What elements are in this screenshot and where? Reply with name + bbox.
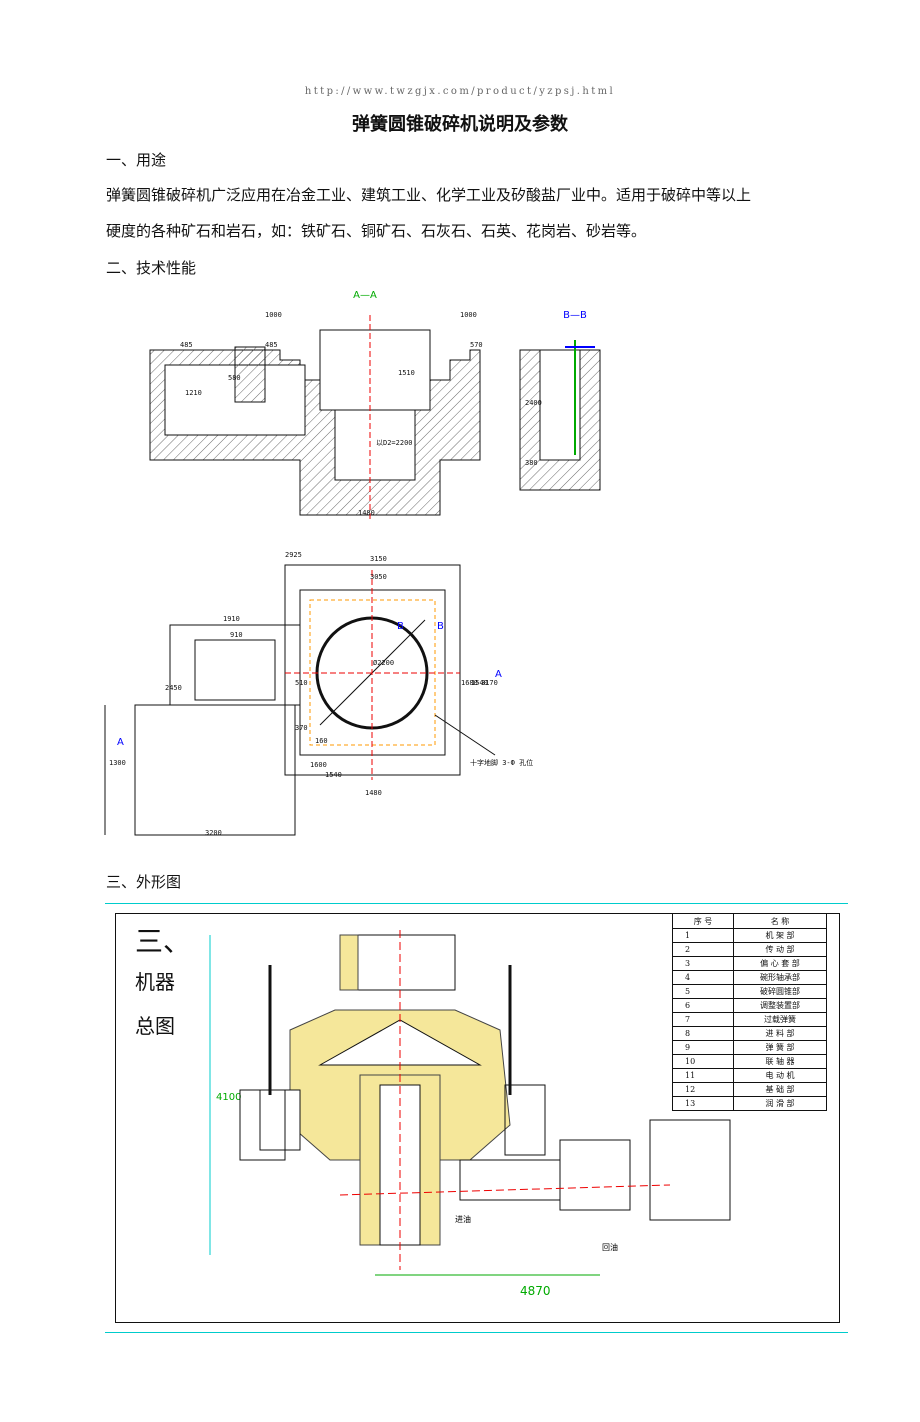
part-number: 11 xyxy=(672,1068,734,1083)
dim-label: 1910 xyxy=(223,615,240,623)
part-number: 3 xyxy=(672,956,734,971)
dim-label: 380 xyxy=(525,459,538,467)
part-number: 12 xyxy=(672,1082,734,1097)
dim-label: 1540 xyxy=(471,679,488,687)
part-number: 6 xyxy=(672,998,734,1013)
part-name: 联 轴 器 xyxy=(733,1054,827,1069)
overall-length-dim: 4870 xyxy=(520,1284,551,1298)
part-name: 润 滑 部 xyxy=(733,1096,827,1111)
part-name: 调整装置部 xyxy=(733,998,827,1013)
part-number: 1 xyxy=(672,928,734,943)
assembly-title-2: 机器 xyxy=(135,970,175,994)
part-name: 偏 心 套 部 xyxy=(733,956,827,971)
parts-table-header-name: 名 称 xyxy=(733,913,827,929)
assembly-title-1: 三、 xyxy=(135,925,192,958)
part-name: 弹 簧 部 xyxy=(733,1040,827,1055)
oil-in-label: 进油 xyxy=(455,1214,471,1224)
dim-label: Ø2200 xyxy=(373,659,394,667)
part-name: 传 动 部 xyxy=(733,942,827,957)
plan-view-drawing: 2925 3150 3050 1910 910 2450 510 370 168… xyxy=(104,551,533,837)
part-number: 10 xyxy=(672,1054,734,1069)
dim-label: 580 xyxy=(228,374,241,382)
assembly-title-3: 总图 xyxy=(135,1014,175,1038)
crusher-assembly-drawing: 4870 4100 进油 回油 xyxy=(209,930,731,1298)
assembly-drawing-frame xyxy=(105,903,848,1333)
section-heading-outline: 三、外形图 xyxy=(106,873,182,891)
dim-label: 1480 xyxy=(365,789,382,797)
part-number: 5 xyxy=(672,984,734,999)
dim-label: 1000 xyxy=(265,311,282,319)
dim-label: 910 xyxy=(230,631,243,639)
section-mark: B xyxy=(437,621,444,632)
part-name: 过载弹簧 xyxy=(733,1012,827,1027)
dim-label: 160 xyxy=(315,737,328,745)
part-number: 4 xyxy=(672,970,734,985)
part-name: 机 架 部 xyxy=(733,928,827,943)
section-mark: A xyxy=(495,669,502,680)
part-name: 基 础 部 xyxy=(733,1082,827,1097)
part-name: 碗形轴承部 xyxy=(733,970,827,985)
section-bb-label: B—B xyxy=(563,310,587,321)
dim-label: 1600 xyxy=(310,761,327,769)
part-number: 8 xyxy=(672,1026,734,1041)
foundation-section-drawing: A—A 1000 1000 485 485 570 1210 580 1510 … xyxy=(149,290,601,520)
section-aa-label: A—A xyxy=(353,290,377,301)
section-mark: A xyxy=(117,737,124,748)
dim-label: 485 xyxy=(180,341,193,349)
dim-label: 2400 xyxy=(525,399,542,407)
part-name: 破碎圆锥部 xyxy=(733,984,827,999)
dim-label: 510 xyxy=(295,679,308,687)
dim-label: 3170 xyxy=(481,679,498,687)
usage-paragraph-line-1: 弹簧圆锥破碎机广泛应用在冶金工业、建筑工业、化学工业及矽酸盐厂业中。适用于破碎中… xyxy=(106,186,752,204)
dim-label: 2450 xyxy=(165,684,182,692)
parts-table-header-no: 序 号 xyxy=(672,913,734,929)
dim-label: 570 xyxy=(470,341,483,349)
section-heading-specs: 二、技术性能 xyxy=(106,259,197,277)
dim-label: 485 xyxy=(265,341,278,349)
dim-label: 以D2=2200 xyxy=(376,439,413,447)
part-number: 7 xyxy=(672,1012,734,1027)
page-title: 弹簧圆锥破碎机说明及参数 xyxy=(352,114,568,135)
usage-paragraph-line-2: 硬度的各种矿石和岩石，如：铁矿石、铜矿石、石灰石、石英、花岗岩、砂岩等。 xyxy=(106,222,647,240)
oil-out-label: 回油 xyxy=(602,1242,618,1252)
dim-label: 1210 xyxy=(185,389,202,397)
leader-note: 十字地脚 3-Ф 孔位 xyxy=(470,758,533,767)
overall-height-dim: 4100 xyxy=(216,1092,241,1103)
source-url: http://www.twzgjx.com/product/yzpsj.html xyxy=(304,86,616,97)
part-number: 13 xyxy=(672,1096,734,1111)
dim-label: 1480 xyxy=(358,509,375,517)
part-name: 电 动 机 xyxy=(733,1068,827,1083)
part-name: 进 料 部 xyxy=(733,1026,827,1041)
dim-label: 2925 xyxy=(285,551,302,559)
dim-label: 3050 xyxy=(370,573,387,581)
dim-label: 3150 xyxy=(370,555,387,563)
part-number: 2 xyxy=(672,942,734,957)
dim-label: 1300 xyxy=(109,759,126,767)
dim-label: 1680 xyxy=(461,679,478,687)
dim-label: 1540 xyxy=(325,771,342,779)
dim-label: 1000 xyxy=(460,311,477,319)
section-mark: B xyxy=(397,621,404,632)
dim-label: 3200 xyxy=(205,829,222,837)
part-number: 9 xyxy=(672,1040,734,1055)
dim-label: 370 xyxy=(295,724,308,732)
dim-label: 1510 xyxy=(398,369,415,377)
section-heading-usage: 一、用途 xyxy=(106,151,167,169)
